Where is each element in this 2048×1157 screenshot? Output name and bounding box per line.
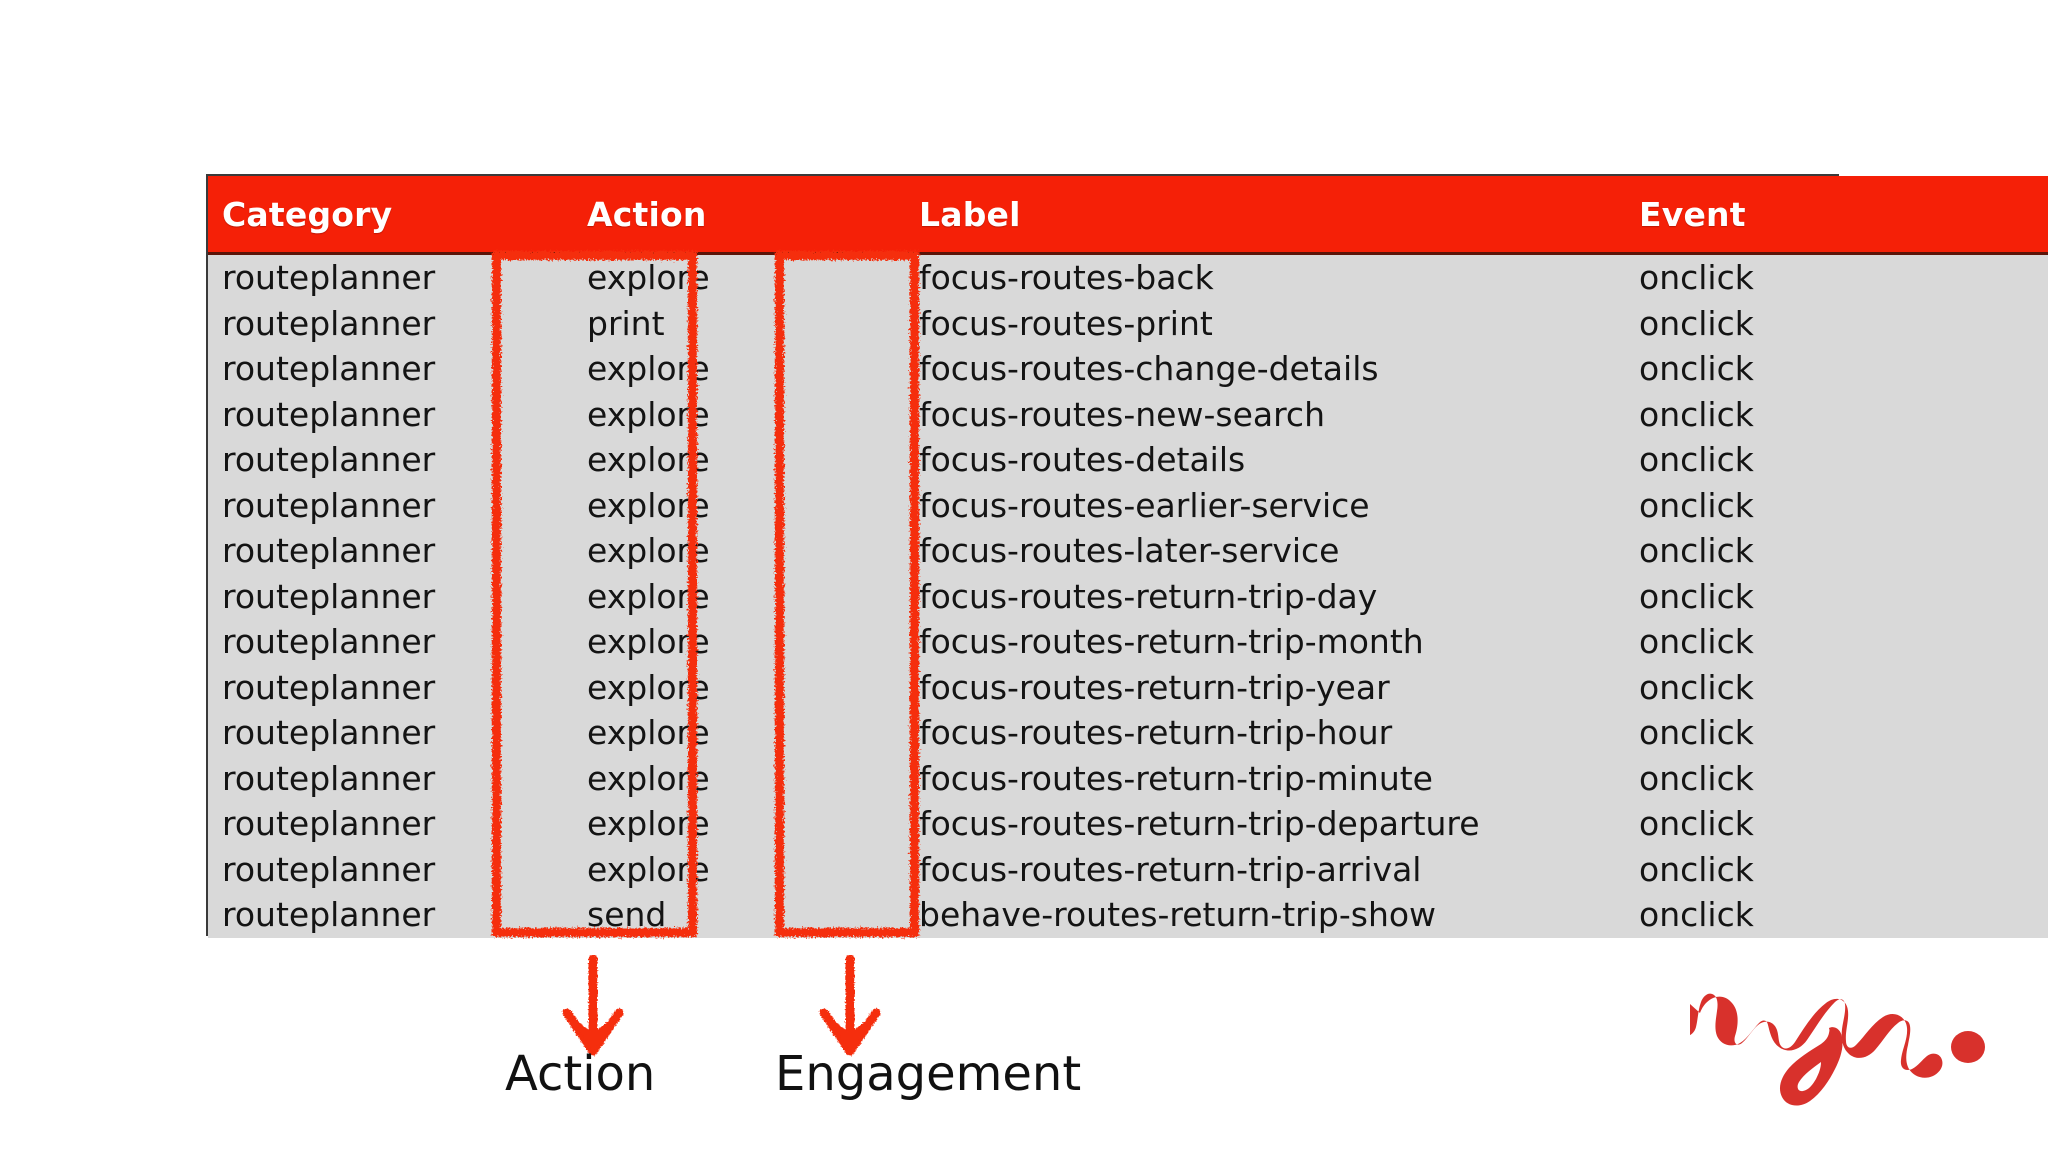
cell-action: explore xyxy=(532,528,857,574)
cell-label: focus-routes-print xyxy=(857,300,1539,346)
cell-label: focus-routes-return-trip-arrival xyxy=(857,846,1539,892)
cell-label: focus-routes-details xyxy=(857,437,1539,483)
cell-label: behave-routes-return-trip-show xyxy=(857,892,1539,938)
cell-event: onclick xyxy=(1539,437,2048,483)
cell-action: explore xyxy=(532,664,857,710)
down-arrow-icon-action xyxy=(562,955,624,1056)
cell-event: onclick xyxy=(1539,710,2048,756)
cell-category: routeplanner xyxy=(208,391,532,437)
cell-action: explore xyxy=(532,253,857,301)
cell-event: onclick xyxy=(1539,846,2048,892)
cell-event: onclick xyxy=(1539,253,2048,301)
cell-action: explore xyxy=(532,437,857,483)
table-header-row: Category Action Label Event xyxy=(208,176,2048,255)
cell-category: routeplanner xyxy=(208,755,532,801)
cell-event: onclick xyxy=(1539,300,2048,346)
wyz-brush-script-logo xyxy=(1690,993,1985,1106)
cell-label: focus-routes-earlier-service xyxy=(857,482,1539,528)
annotation-caption-engagement: Engagement xyxy=(775,1046,1082,1102)
tagging-table-container: Category Action Label Event routeplanner… xyxy=(206,174,2048,938)
cell-category: routeplanner xyxy=(208,664,532,710)
cell-event: onclick xyxy=(1539,346,2048,392)
cell-action: print xyxy=(532,300,857,346)
cell-event: onclick xyxy=(1539,528,2048,574)
cell-action: explore xyxy=(532,710,857,756)
cell-label: focus-routes-back xyxy=(857,253,1539,301)
tagging-table: Category Action Label Event routeplanner… xyxy=(208,176,2048,938)
cell-event: onclick xyxy=(1539,664,2048,710)
cell-action: explore xyxy=(532,619,857,665)
cell-category: routeplanner xyxy=(208,846,532,892)
cell-category: routeplanner xyxy=(208,710,532,756)
cell-category: routeplanner xyxy=(208,528,532,574)
cell-category: routeplanner xyxy=(208,253,532,301)
cell-action: send xyxy=(532,892,857,938)
cell-event: onclick xyxy=(1539,755,2048,801)
column-header-label[interactable]: Label xyxy=(857,176,1539,255)
cell-event: onclick xyxy=(1539,619,2048,665)
cell-label: focus-routes-return-trip-year xyxy=(857,664,1539,710)
column-header-event[interactable]: Event xyxy=(1539,176,2048,255)
cell-category: routeplanner xyxy=(208,573,532,619)
down-arrow-icon-label xyxy=(819,955,881,1056)
cell-action: explore xyxy=(532,482,857,528)
table-header: Category Action Label Event xyxy=(208,176,2048,255)
cell-label: focus-routes-new-search xyxy=(857,391,1539,437)
column-header-category[interactable]: Category xyxy=(208,176,532,255)
cell-label: focus-routes-return-trip-departure xyxy=(857,801,1539,847)
cell-label: focus-routes-return-trip-hour xyxy=(857,710,1539,756)
cell-event: onclick xyxy=(1539,892,2048,938)
cell-action: explore xyxy=(532,573,857,619)
cell-category: routeplanner xyxy=(208,437,532,483)
cell-event: onclick xyxy=(1539,801,2048,847)
cell-label: focus-routes-return-trip-month xyxy=(857,619,1539,665)
cell-category: routeplanner xyxy=(208,346,532,392)
column-header-action[interactable]: Action xyxy=(532,176,857,255)
cell-category: routeplanner xyxy=(208,619,532,665)
cell-event: onclick xyxy=(1539,573,2048,619)
cell-label: focus-routes-later-service xyxy=(857,528,1539,574)
cell-action: explore xyxy=(532,846,857,892)
cell-event: onclick xyxy=(1539,391,2048,437)
cell-label: focus-routes-return-trip-minute xyxy=(857,755,1539,801)
cell-action: explore xyxy=(532,801,857,847)
cell-event: onclick xyxy=(1539,482,2048,528)
cell-category: routeplanner xyxy=(208,482,532,528)
cell-action: explore xyxy=(532,346,857,392)
cell-category: routeplanner xyxy=(208,801,532,847)
cell-action: explore xyxy=(532,755,857,801)
cell-action: explore xyxy=(532,391,857,437)
cell-category: routeplanner xyxy=(208,300,532,346)
cell-label: focus-routes-return-trip-day xyxy=(857,573,1539,619)
annotation-caption-action: Action xyxy=(505,1046,656,1102)
cell-label: focus-routes-change-details xyxy=(857,346,1539,392)
cell-category: routeplanner xyxy=(208,892,532,938)
